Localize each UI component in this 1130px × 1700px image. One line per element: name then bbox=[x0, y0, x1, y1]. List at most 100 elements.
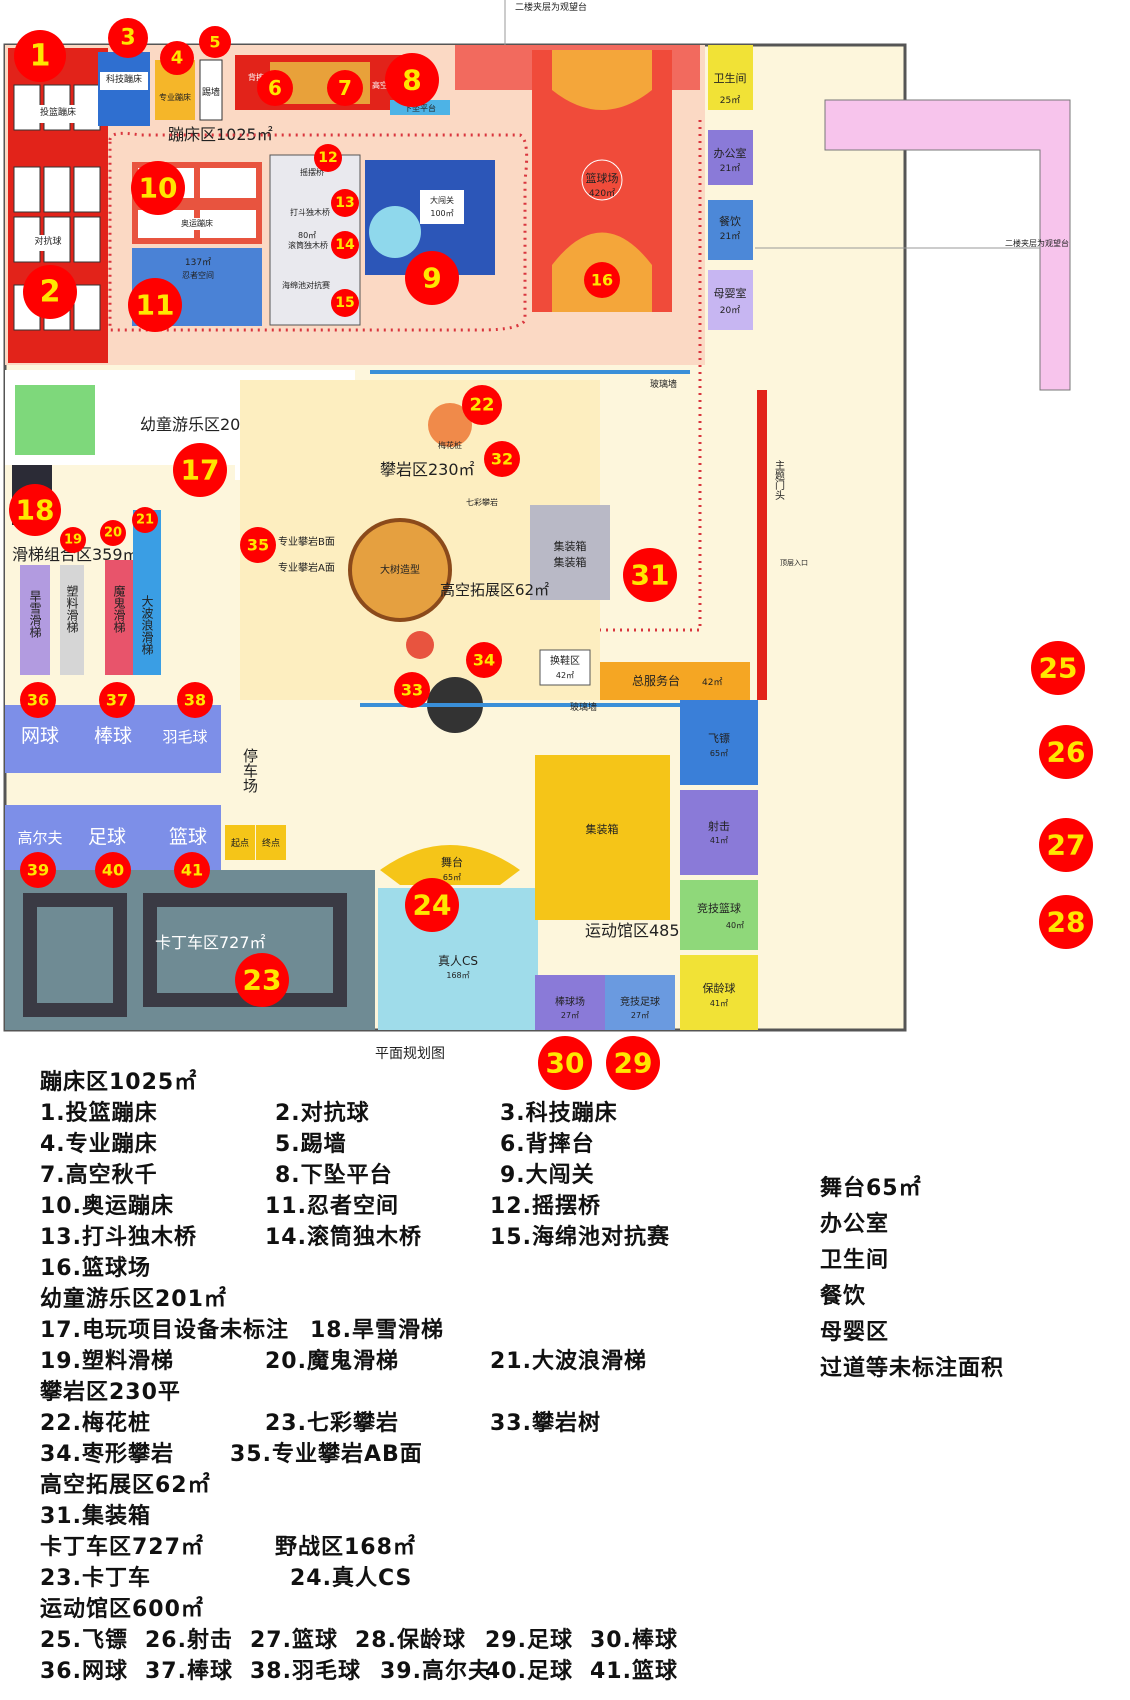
svg-text:6: 6 bbox=[268, 76, 282, 100]
legend-item-4: 4.专业蹦床 bbox=[40, 1132, 158, 1157]
kids-play-mat bbox=[15, 385, 95, 455]
label-baseball-field: 棒球场 bbox=[555, 995, 585, 1008]
label-pro-climb-b: 专业攀岩B面 bbox=[278, 535, 335, 548]
badge-17: 17 bbox=[173, 443, 227, 497]
svg-text:10: 10 bbox=[139, 172, 178, 205]
label-stage: 舞台 bbox=[441, 855, 463, 869]
cs-area: 168㎡ bbox=[446, 971, 469, 980]
label-football: 足球 bbox=[88, 826, 126, 848]
extra-note-toilet: 卫生间 bbox=[820, 1248, 890, 1273]
svg-text:30: 30 bbox=[546, 1047, 585, 1080]
label-darts: 飞镖 bbox=[708, 731, 730, 745]
badge-group: 1 2 3 4 5 6 7 8 9 10 11 12 13 14 15 16 1… bbox=[9, 18, 1093, 1090]
zone-sports: 运动馆区485㎡ bbox=[585, 921, 696, 940]
label-mother-baby: 母婴室 bbox=[714, 286, 747, 300]
svg-text:19: 19 bbox=[64, 533, 82, 548]
bowling bbox=[680, 955, 758, 1030]
badge-5: 5 bbox=[199, 26, 231, 58]
floor-plan-map: 二楼夹层为观望台 投篮蹦床 对抗球 科技蹦床 专业蹦床 踢墙 背摔台 高空千秋 … bbox=[3, 0, 1093, 1090]
badge-18: 18 bbox=[9, 484, 61, 536]
legend-item-23-climb: 23.七彩攀岩 bbox=[265, 1411, 399, 1436]
extra-note-stage: 舞台65㎡ bbox=[820, 1176, 922, 1201]
legend-item-18: 18.旱雪滑梯 bbox=[310, 1318, 444, 1343]
kart-track bbox=[23, 893, 347, 1017]
badge-1: 1 bbox=[14, 30, 66, 82]
label-big-challenge: 大闯关 bbox=[430, 195, 454, 205]
legend-item-29: 29.足球 bbox=[485, 1628, 573, 1653]
label-badminton: 羽毛球 bbox=[162, 728, 207, 746]
label-service-desk: 总服务台 bbox=[632, 673, 680, 688]
label-parking: 停车场 bbox=[241, 748, 259, 794]
label-office: 办公室 bbox=[714, 146, 747, 160]
badge-14: 14 bbox=[331, 231, 359, 259]
svg-text:18: 18 bbox=[16, 494, 55, 527]
service-desk bbox=[600, 662, 750, 700]
roll-area: 80㎡ bbox=[298, 231, 316, 240]
legend-item-35: 35.专业攀岩AB面 bbox=[230, 1442, 423, 1467]
svg-text:2: 2 bbox=[40, 275, 61, 310]
svg-text:25: 25 bbox=[1039, 652, 1078, 685]
bowling-area: 41㎡ bbox=[710, 999, 728, 1008]
shooting bbox=[680, 790, 758, 875]
main-door bbox=[757, 390, 767, 700]
legend-item-34: 34.枣形攀岩 bbox=[40, 1442, 174, 1467]
svg-text:31: 31 bbox=[631, 559, 670, 592]
legend-item-11: 11.忍者空间 bbox=[265, 1194, 399, 1219]
label-battle-ball: 对抗球 bbox=[34, 235, 61, 247]
label-pro-trampoline: 专业蹦床 bbox=[159, 92, 191, 102]
badge-36: 36 bbox=[20, 682, 56, 718]
label-ninja-space: 忍者空间 bbox=[182, 270, 214, 280]
badge-33: 33 bbox=[394, 672, 430, 708]
wall-run bbox=[199, 59, 223, 121]
toilet bbox=[708, 45, 753, 110]
badge-23: 23 bbox=[235, 953, 289, 1007]
legend-item-36: 36.网球 bbox=[40, 1659, 128, 1684]
legend-item-38: 38.羽毛球 bbox=[250, 1659, 361, 1684]
legend-item-8: 8.下坠平台 bbox=[275, 1163, 393, 1188]
label-pro-climb-a: 专业攀岩A面 bbox=[278, 561, 335, 574]
badge-40: 40 bbox=[95, 852, 131, 888]
label-swing-bridge: 摇摆桥 bbox=[300, 167, 324, 177]
badge-10: 10 bbox=[131, 161, 185, 215]
legend-item-6: 6.背摔台 bbox=[500, 1132, 595, 1157]
legend-item-9: 9.大闯关 bbox=[500, 1163, 595, 1188]
legend-item-22: 22.梅花桩 bbox=[40, 1411, 151, 1436]
label-tennis: 网球 bbox=[21, 725, 59, 747]
badge-38: 38 bbox=[177, 682, 213, 718]
ninja-area: 137㎡ bbox=[185, 257, 211, 268]
badge-39: 39 bbox=[20, 852, 56, 888]
label-big-tree: 大树造型 bbox=[380, 563, 420, 576]
svg-text:16: 16 bbox=[591, 271, 613, 290]
legend-item-23: 23.卡丁车 bbox=[40, 1566, 151, 1591]
dining-area: 21㎡ bbox=[720, 231, 740, 242]
stage-area: 65㎡ bbox=[443, 873, 461, 882]
label-main-door: 主题门头 bbox=[773, 460, 785, 501]
badge-30: 30 bbox=[538, 1036, 592, 1090]
badge-6: 6 bbox=[257, 70, 293, 106]
legend-item-7: 7.高空秋千 bbox=[40, 1163, 158, 1188]
legend-item-14: 14.滚筒独木桥 bbox=[265, 1225, 422, 1250]
ghost-slide bbox=[105, 560, 133, 675]
label-wall-run: 踢墙 bbox=[202, 86, 220, 98]
label-baseball: 棒球 bbox=[94, 725, 132, 747]
svg-text:33: 33 bbox=[401, 681, 423, 700]
badge-35: 35 bbox=[240, 527, 276, 563]
svg-text:28: 28 bbox=[1047, 906, 1086, 939]
shoe-area-size: 42㎡ bbox=[556, 671, 574, 680]
label-dry-slide: 旱雪滑梯 bbox=[28, 590, 42, 638]
svg-text:5: 5 bbox=[209, 33, 220, 52]
svg-text:41: 41 bbox=[181, 861, 203, 880]
label-rainbow-climb: 七彩攀岩 bbox=[466, 497, 498, 507]
mother-baby-area: 20㎡ bbox=[720, 305, 740, 316]
legend-sports-title: 运动馆区600㎡ bbox=[40, 1597, 204, 1622]
zone-climbing: 攀岩区230㎡ bbox=[380, 460, 475, 479]
dry-slide bbox=[20, 565, 50, 675]
legend-highropes-title: 高空拓展区62㎡ bbox=[40, 1473, 211, 1498]
legend-item-3: 3.科技蹦床 bbox=[500, 1101, 618, 1126]
badge-27: 27 bbox=[1039, 818, 1093, 872]
label-container-1b: 集装箱 bbox=[554, 555, 587, 569]
svg-text:8: 8 bbox=[402, 64, 421, 97]
svg-text:15: 15 bbox=[335, 295, 354, 311]
legend-item-1: 1.投篮蹦床 bbox=[40, 1101, 158, 1126]
svg-text:27: 27 bbox=[1047, 829, 1086, 862]
